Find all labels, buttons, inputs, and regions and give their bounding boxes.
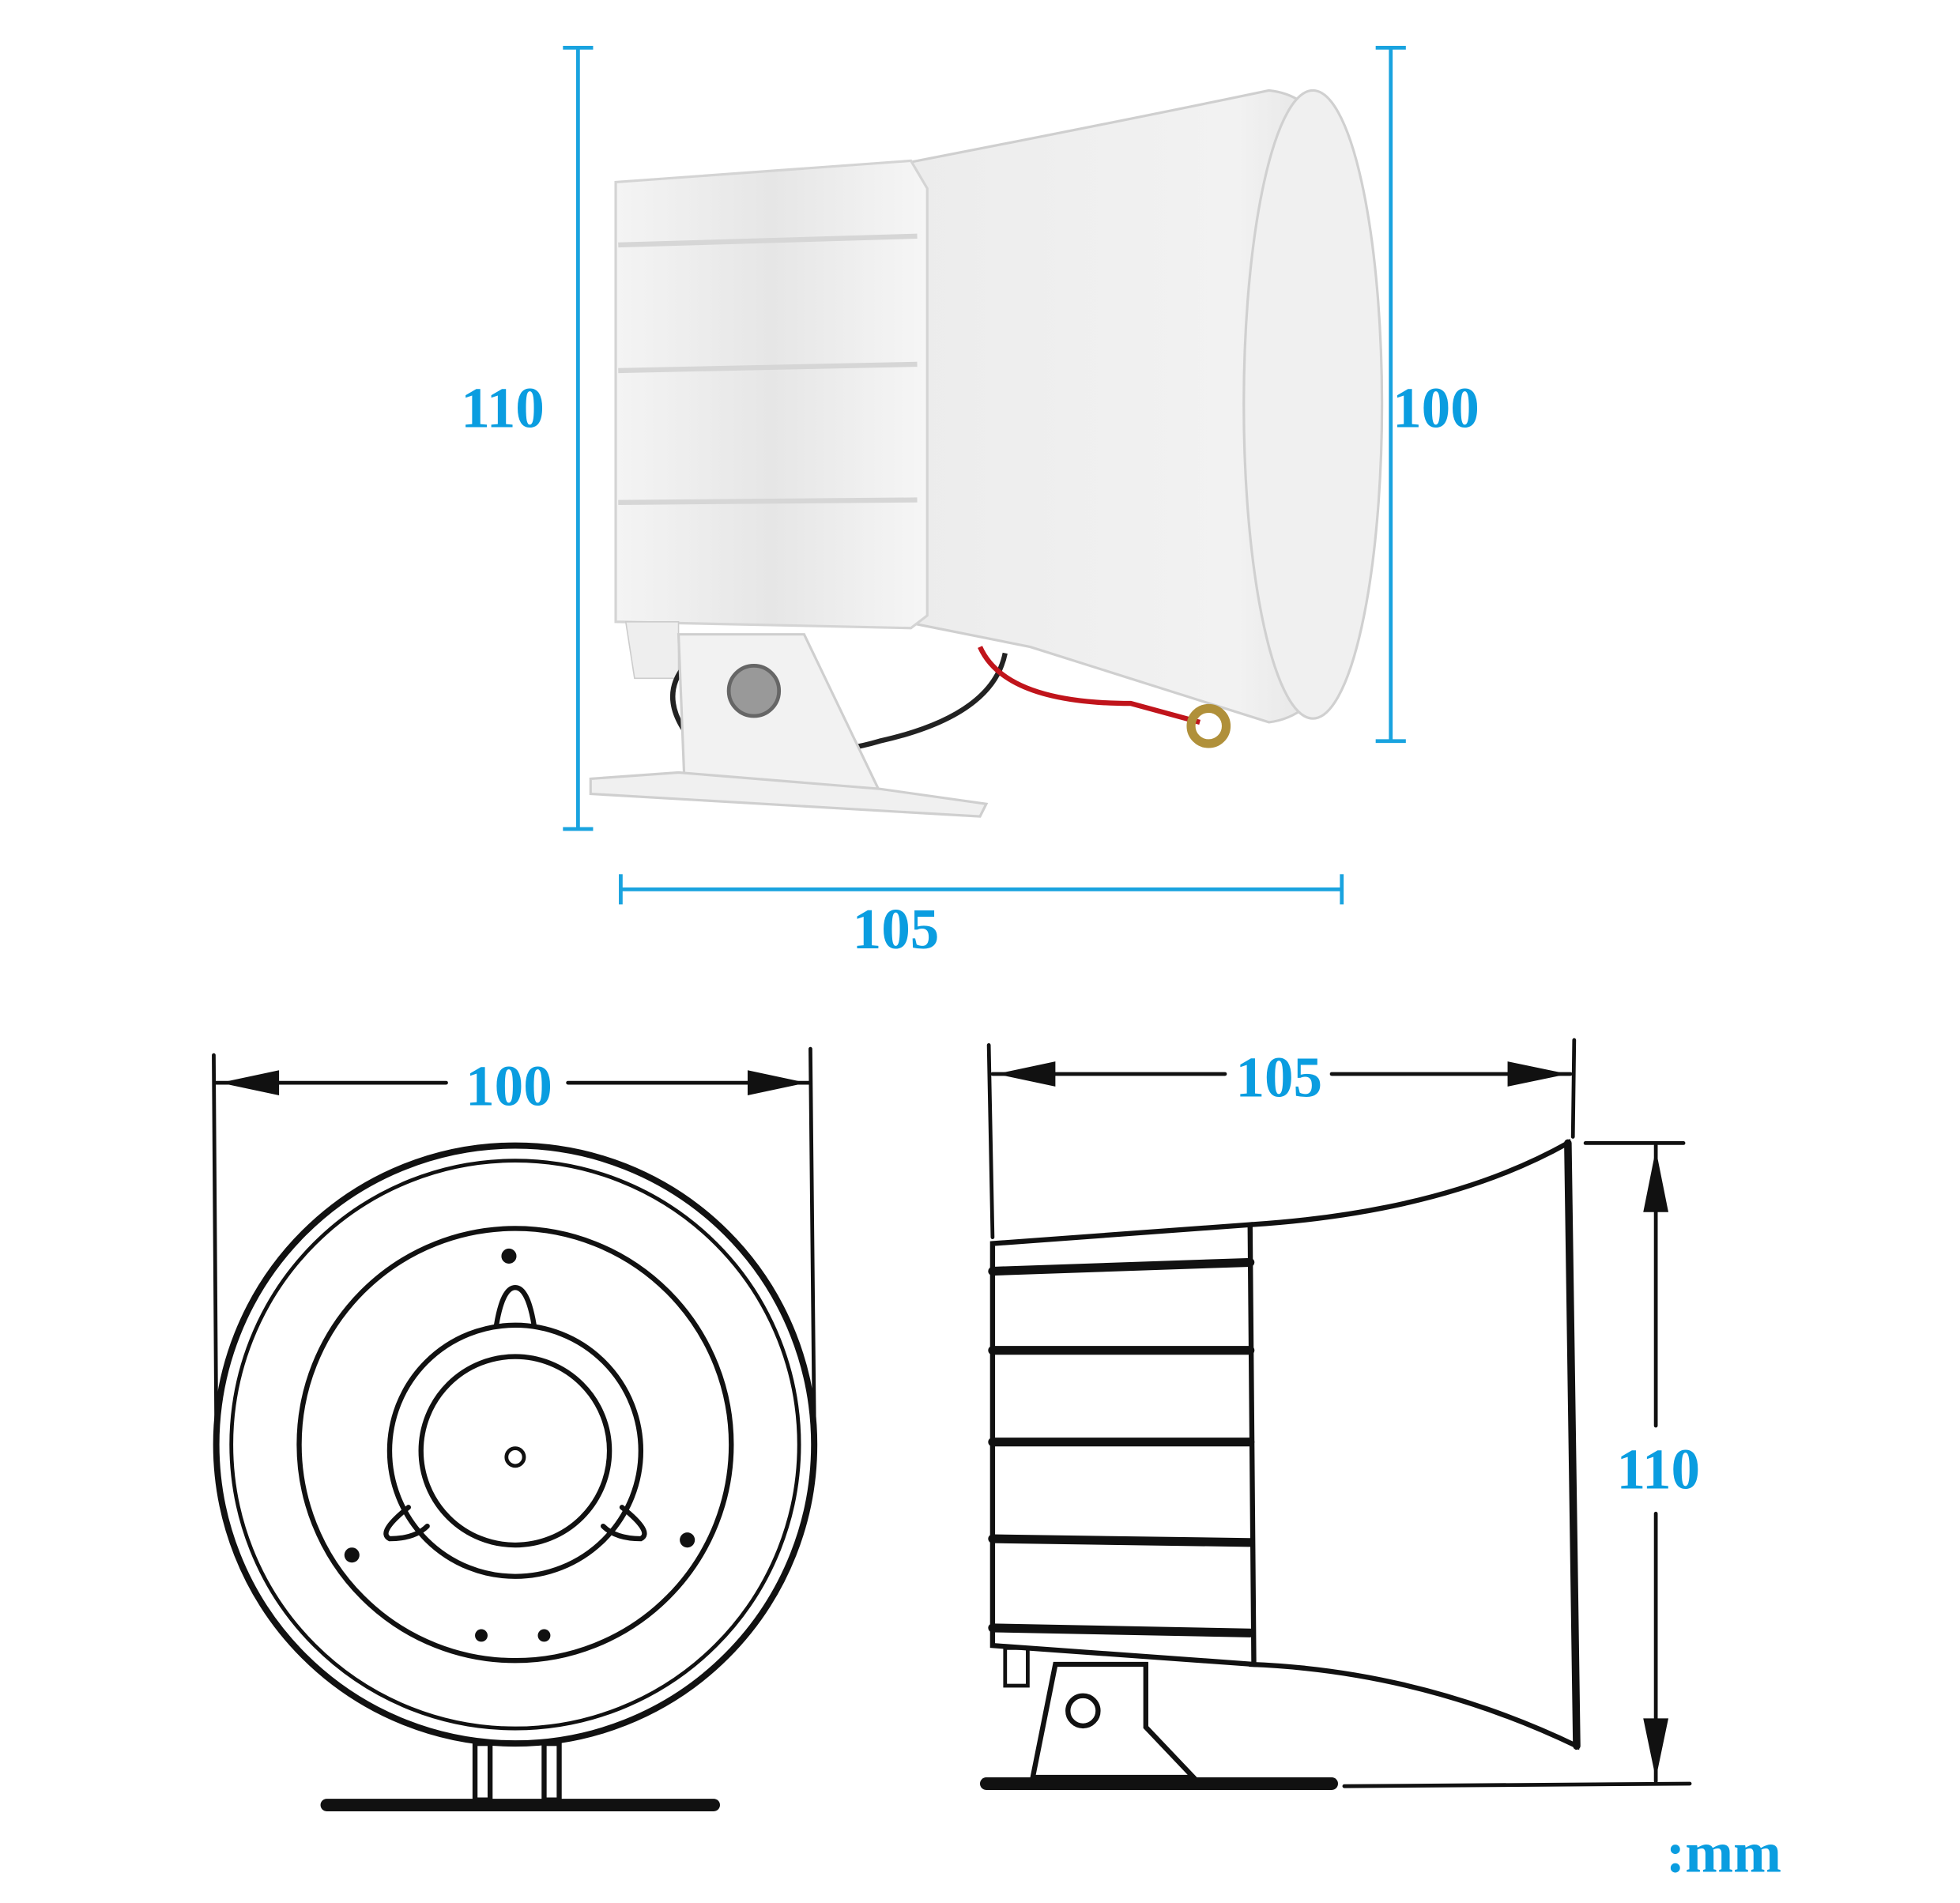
side-height-dimension: 110 [1342,1141,1700,1788]
unit-label: :mm [1666,1820,1781,1884]
side-length-dimension: 105 [986,1038,1577,1239]
photo-length-dimension: 105 [619,874,1344,961]
photo-height-dimension: 110 [461,46,594,831]
photo-diameter-label: 100 [1393,375,1479,439]
photo-height-label: 110 [461,375,545,439]
speaker-photo [589,89,1384,818]
front-width-dimension: 100 [212,1046,816,1422]
front-view-drawing [213,1142,818,1811]
side-view-drawing [980,1139,1581,1790]
front-width-label: 100 [466,1054,552,1118]
photo-diameter-dimension: 100 [1375,46,1479,744]
side-height-label: 110 [1616,1437,1700,1501]
side-length-label: 105 [1235,1046,1322,1110]
photo-length-label: 105 [853,897,940,961]
